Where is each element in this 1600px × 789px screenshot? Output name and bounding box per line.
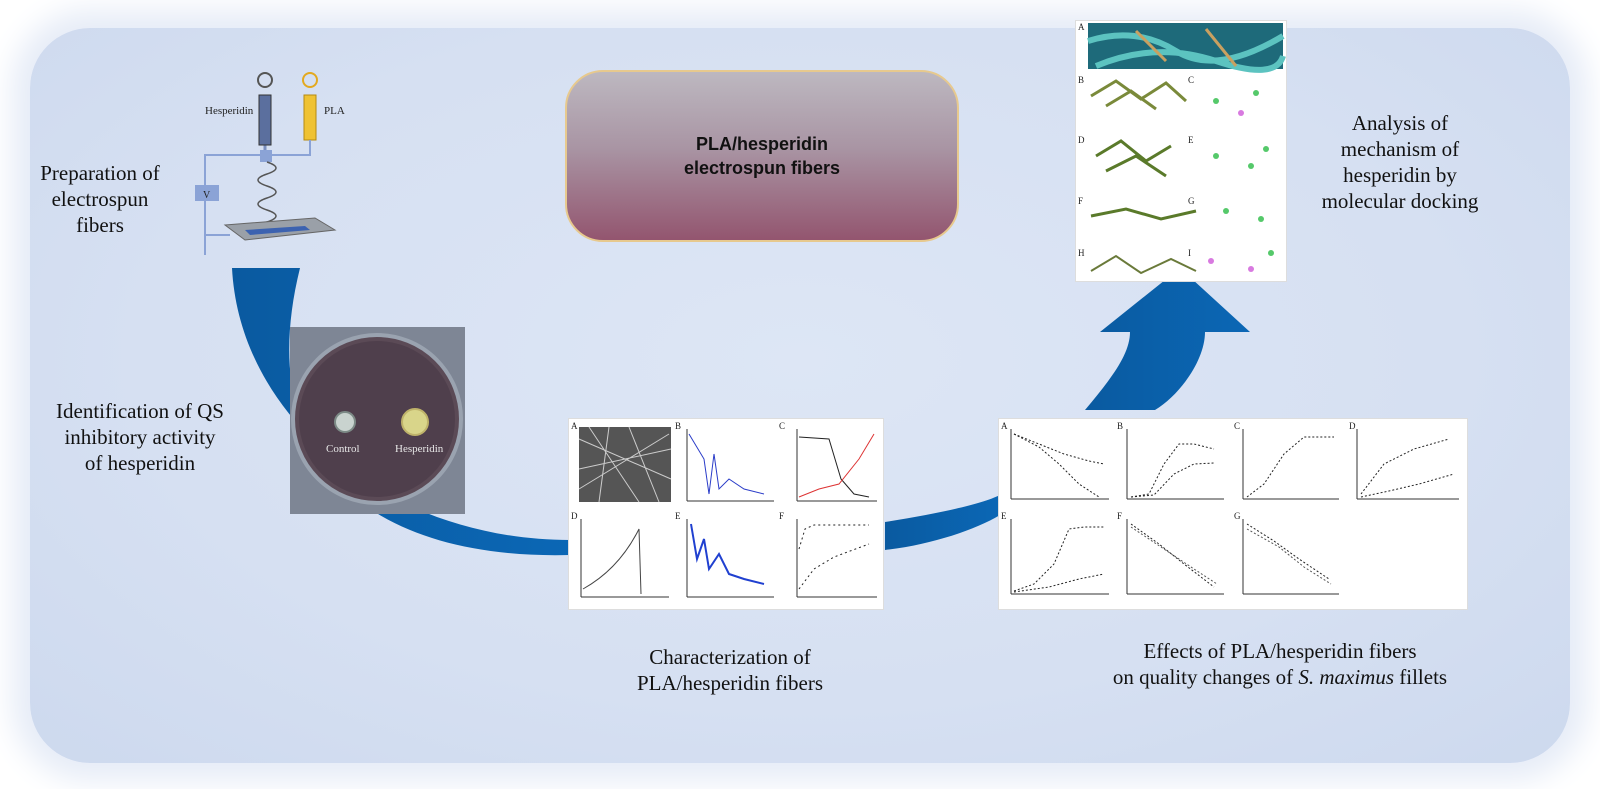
voltage-label: V	[203, 190, 211, 201]
eff-panel-label-g: G	[1234, 511, 1241, 521]
dock-panel-label-g: G	[1188, 196, 1195, 206]
label-effects-line1: Effects of PLA/hesperidin fibers	[1143, 639, 1417, 663]
arrow-arc-right	[1085, 268, 1250, 410]
char-panel-label-d: D	[571, 511, 578, 521]
label-effects-suffix: fillets	[1394, 665, 1448, 689]
dish-label-hesperidin: Hesperidin	[395, 443, 444, 455]
electrospinning-schematic: V	[195, 72, 337, 255]
central-title-box: PLA/hesperidin electrospun fibers	[565, 70, 959, 242]
char-panel-label-a: A	[571, 421, 578, 431]
char-panel-label-e: E	[675, 511, 681, 521]
eff-panel-label-e: E	[1001, 511, 1007, 521]
char-panel-label-f: F	[779, 511, 784, 521]
dock-panel-label-b: B	[1078, 75, 1084, 85]
eff-panel-label-a: A	[1001, 421, 1008, 431]
eff-panel-label-c: C	[1234, 421, 1240, 431]
effects-figure: A B C D E F G	[998, 418, 1468, 610]
dock-panel-label-c: C	[1188, 75, 1194, 85]
syringe-label-pla: PLA	[324, 105, 345, 117]
dock-panel-label-d: D	[1078, 135, 1085, 145]
eff-panel-label-f: F	[1117, 511, 1122, 521]
characterization-figure: A B C D E F	[568, 418, 884, 610]
label-preparation: Preparation of electrospun fibers	[40, 161, 160, 237]
dock-panel-label-a: A	[1078, 22, 1085, 32]
label-effects-species: S. maximus	[1298, 665, 1395, 689]
arrow-arc-middle	[885, 495, 1000, 550]
dock-panel-label-e: E	[1188, 135, 1194, 145]
label-identification: Identification of QS inhibitory activity…	[56, 399, 224, 475]
dish-label-control: Control	[326, 443, 360, 455]
char-panel-label-b: B	[675, 421, 681, 431]
arrow-arc-left	[232, 268, 570, 556]
dock-panel-label-h: H	[1078, 248, 1085, 258]
label-analysis: Analysis of mechanism of hesperidin by m…	[1321, 111, 1479, 213]
eff-panel-label-b: B	[1117, 421, 1123, 431]
syringe-label-hesperidin: Hesperidin	[205, 105, 254, 117]
dock-panel-label-i: I	[1188, 248, 1191, 258]
petri-dish-photo: Control Hesperidin	[290, 327, 465, 514]
label-effects-prefix: on quality changes of	[1112, 665, 1299, 689]
char-panel-label-c: C	[779, 421, 785, 431]
central-title: PLA/hesperidin electrospun fibers	[683, 134, 841, 178]
docking-figure: A B C D E F G H I	[1075, 20, 1287, 282]
dock-panel-label-f: F	[1078, 196, 1083, 206]
label-effects: Effects of PLA/hesperidin fibers on qual…	[1090, 638, 1470, 690]
label-characterization: Characterization of PLA/hesperidin fiber…	[636, 645, 824, 695]
label-effects-line2: on quality changes of S. maximus fillets	[1090, 664, 1470, 690]
eff-panel-label-d: D	[1349, 421, 1356, 431]
